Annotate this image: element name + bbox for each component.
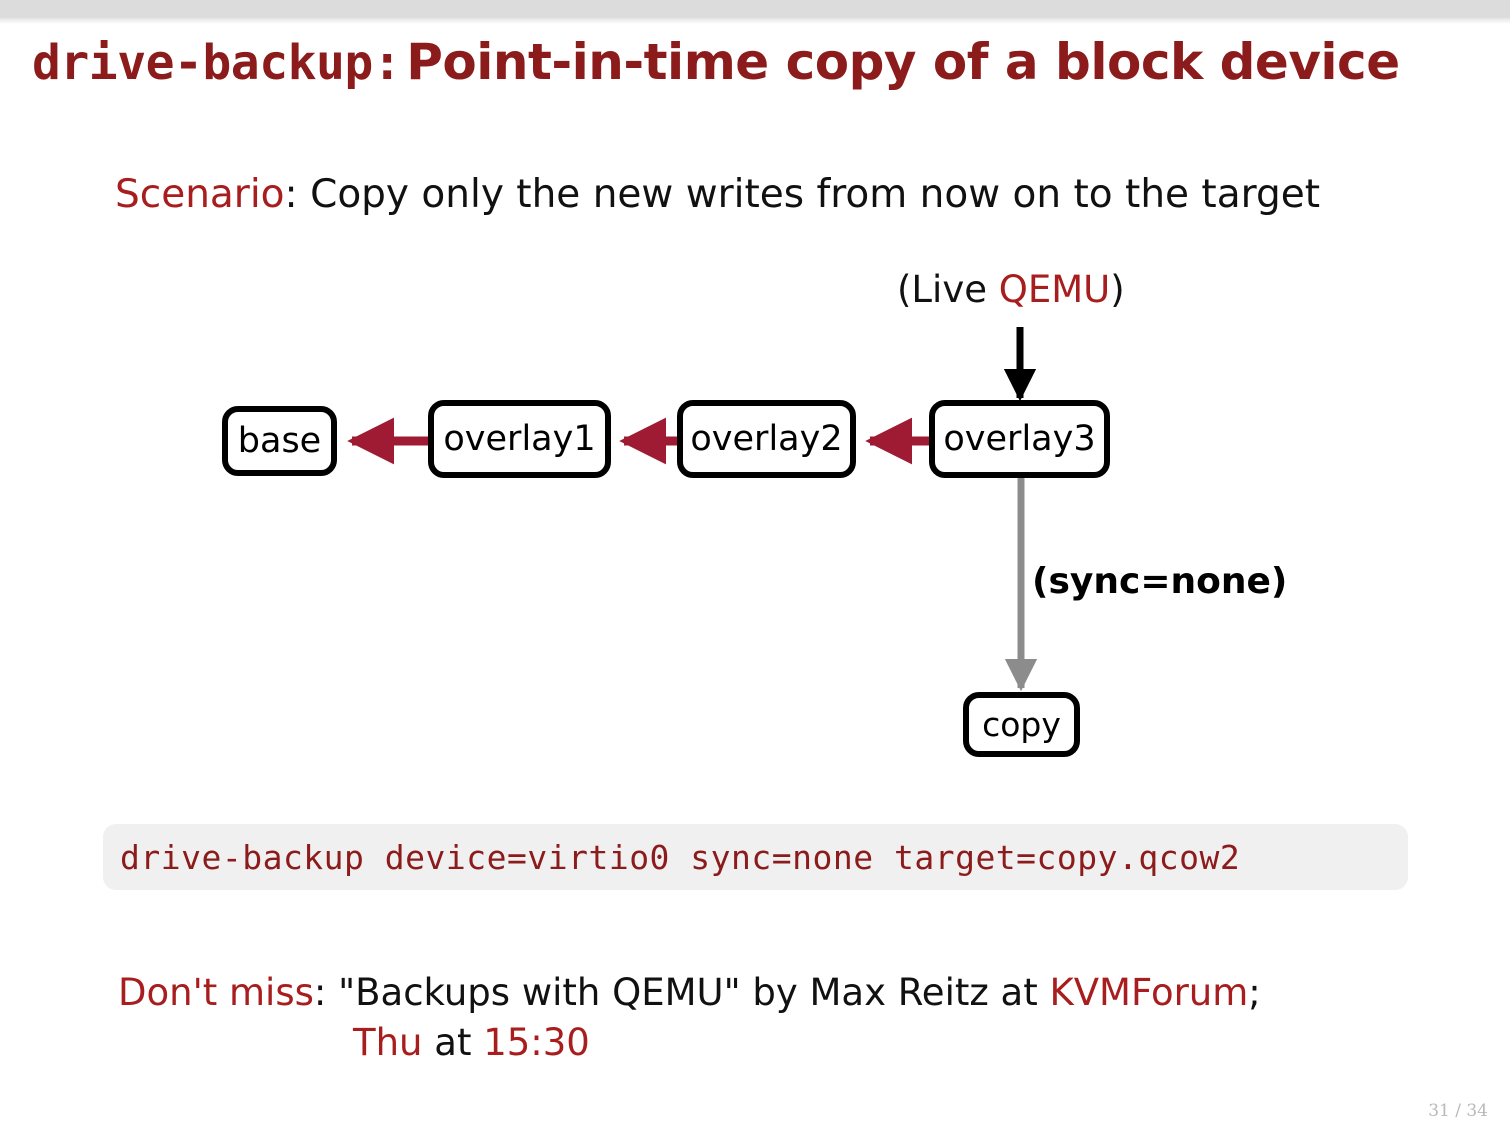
command-text: drive-backup device=virtio0 sync=none ta… [120,837,1241,877]
node-copy: copy [963,692,1080,757]
scenario-line: Scenario: Copy only the new writes from … [115,172,1320,217]
scenario-label: Scenario [115,172,285,217]
dont-miss-note: Don't miss: "Backups with QEMU" by Max R… [118,968,1261,1068]
dont-miss-accent: KVMForum [1049,971,1249,1014]
node-overlay2: overlay2 [677,400,856,478]
dont-miss-day: Thu [353,1020,423,1064]
dont-miss-time: 15:30 [483,1020,590,1064]
live-qemu-suffix: ) [1110,268,1125,311]
node-overlay3: overlay3 [929,400,1110,478]
scenario-text: : Copy only the new writes from now on t… [284,172,1321,217]
dont-miss-line2: Thu at 15:30 [118,1018,1261,1068]
dont-miss-at: at [422,1020,484,1064]
page-title: drive-backup: Point-in-time copy of a bl… [32,33,1482,91]
node-base-label: base [237,420,322,461]
node-overlay1-label: overlay1 [443,418,596,459]
node-copy-label: copy [982,705,1061,744]
dont-miss-lead: Don't miss [118,971,314,1014]
top-decoration-band [0,0,1510,18]
node-base: base [222,406,337,476]
page-title-text: Point-in-time copy of a block device [406,33,1400,91]
page-number: 31 / 34 [1428,1101,1488,1121]
live-qemu-label: (Live QEMU) [897,268,1125,311]
command-code-block: drive-backup device=virtio0 sync=none ta… [103,824,1408,890]
dont-miss-middle: : "Backups with QEMU" by Max Reitz at [313,971,1050,1014]
sync-mode-label: (sync=none) [1032,561,1288,602]
page-title-command: drive-backup: [32,35,402,91]
live-qemu-prefix: (Live [897,268,999,311]
live-qemu-accent: QEMU [998,268,1111,311]
node-overlay1: overlay1 [428,400,611,478]
dont-miss-tail: ; [1248,971,1261,1014]
node-overlay2-label: overlay2 [690,418,843,459]
node-overlay3-label: overlay3 [943,418,1096,459]
top-decoration-fade [0,18,1510,24]
